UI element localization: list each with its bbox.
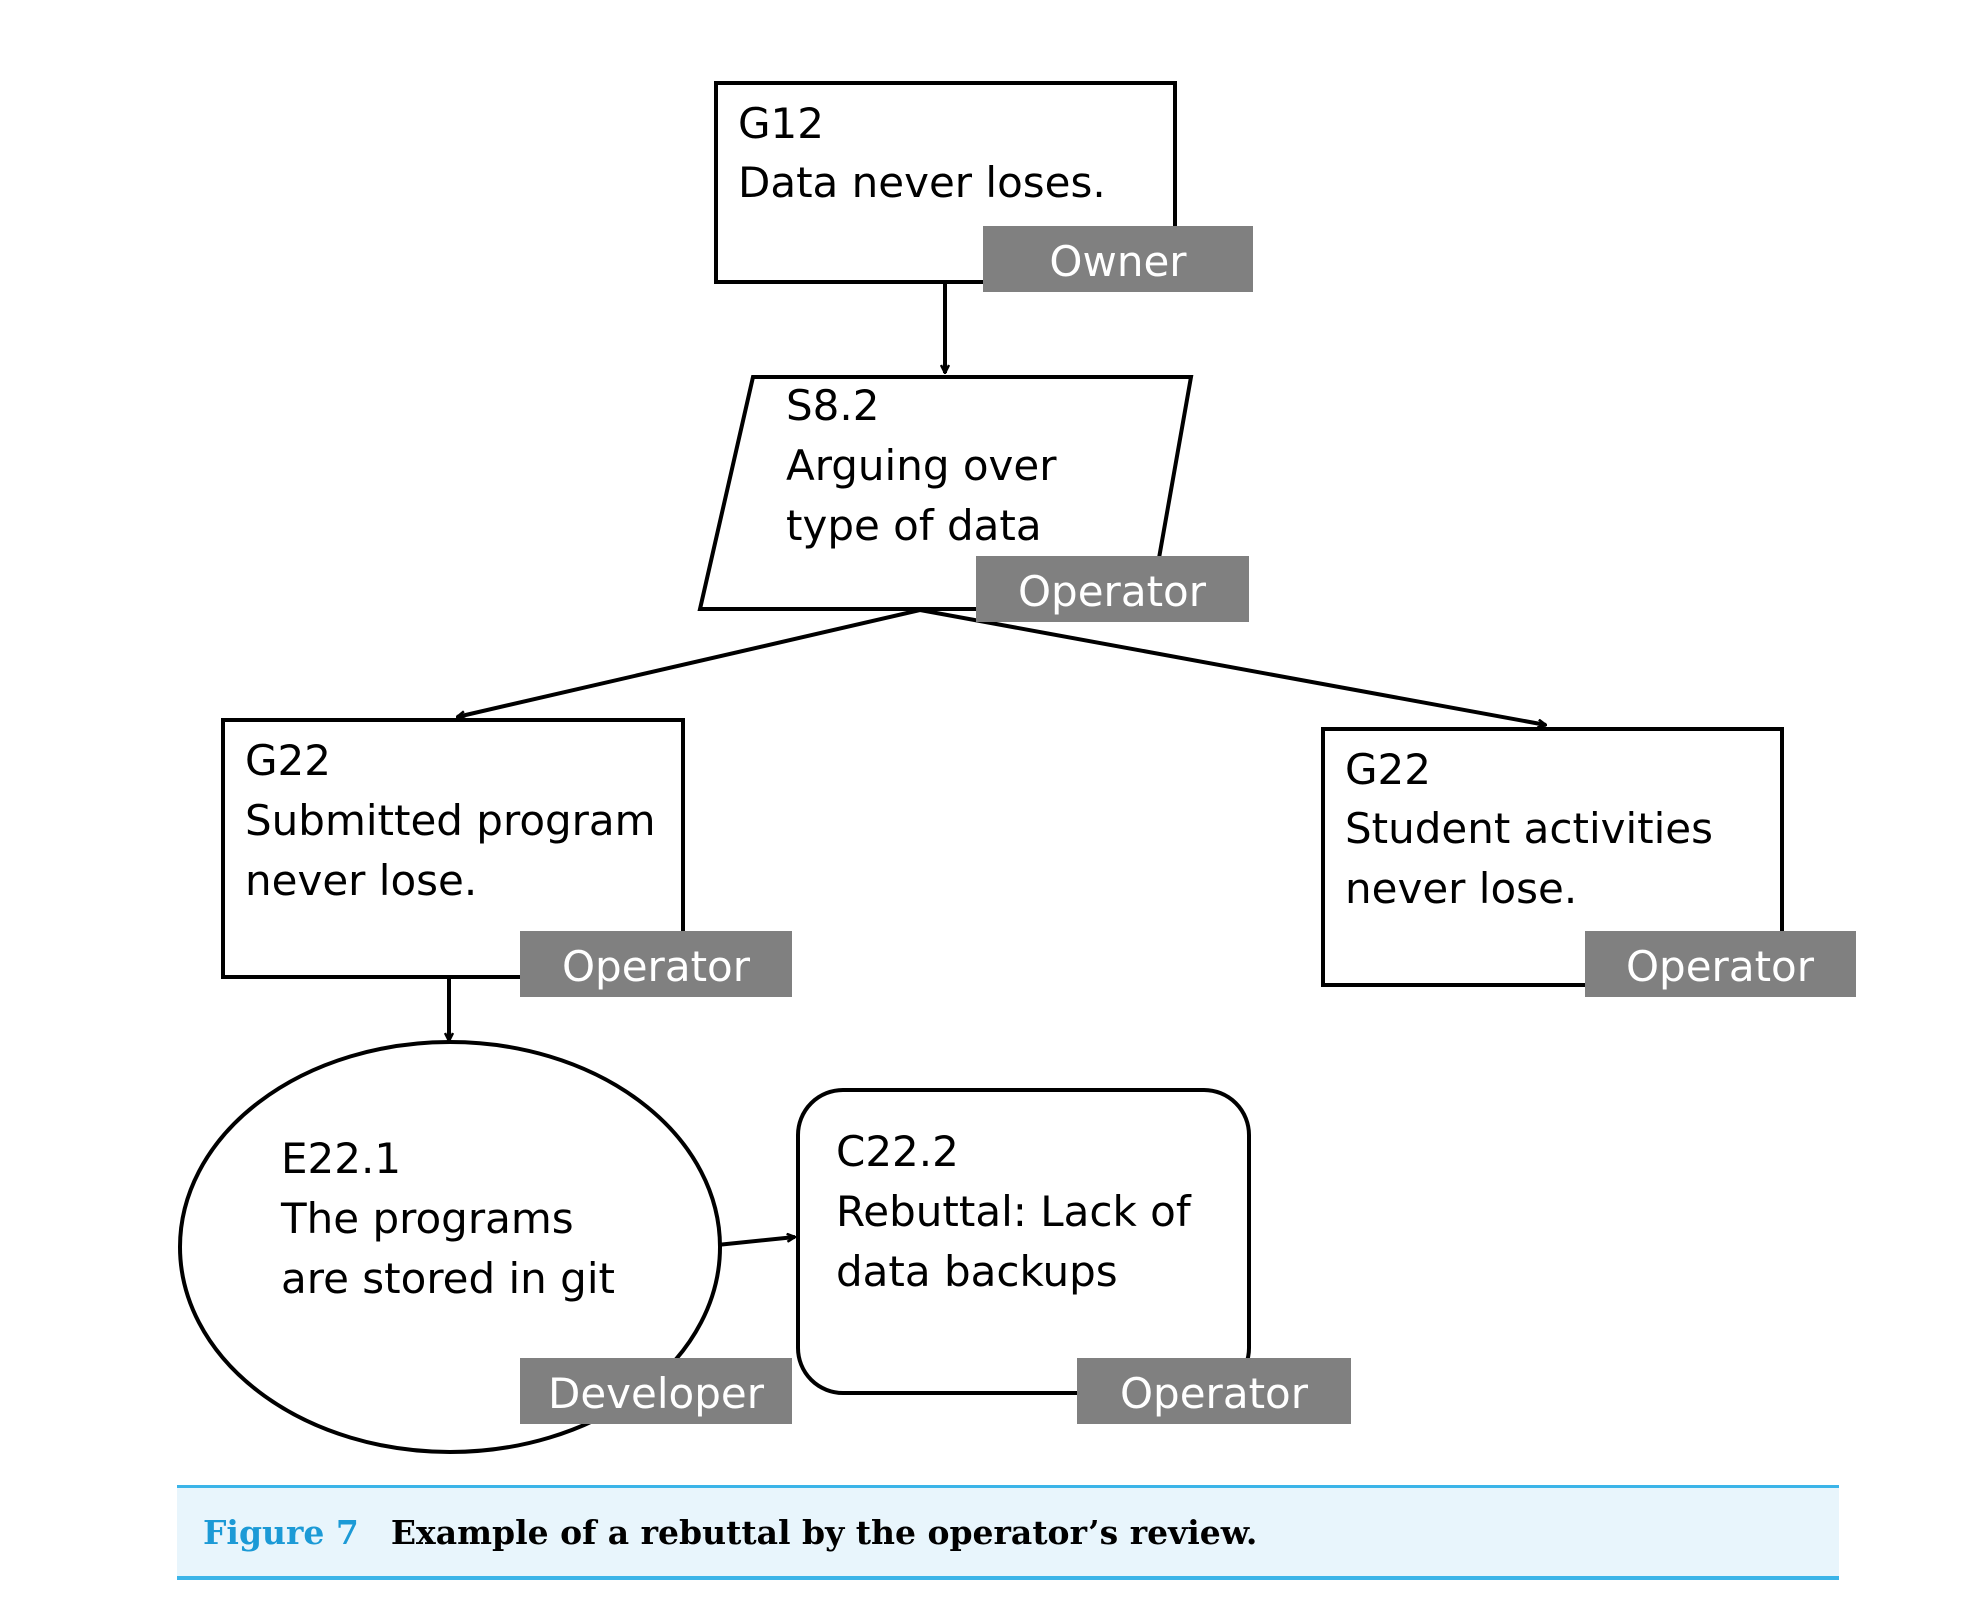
tag-developer: Developer [520, 1358, 792, 1424]
tag-label: Operator [1626, 942, 1815, 991]
node-id: C22.2 [836, 1127, 959, 1176]
tag-owner: Owner [983, 226, 1253, 292]
goal-node-g22-left: G22 Submitted program never lose. Operat… [221, 718, 792, 997]
tag-label: Developer [548, 1369, 765, 1418]
node-text-line: Arguing over [786, 441, 1057, 490]
node-text-line: Submitted program [245, 796, 656, 845]
figure-label: Figure 7 [203, 1512, 359, 1552]
node-text-line: are stored in git [281, 1254, 615, 1303]
node-id: G22 [245, 736, 331, 785]
goal-node-g12: G12 Data never loses. Owner [714, 81, 1253, 292]
node-text-line: The programs [280, 1194, 574, 1243]
tag-label: Operator [1120, 1369, 1309, 1418]
tag-label: Operator [1018, 567, 1207, 616]
goal-node-g22-right: G22 Student activities never lose. Opera… [1321, 727, 1856, 997]
edge-e221-to-c222 [716, 1237, 795, 1247]
node-id: G22 [1345, 745, 1431, 794]
edge-s82-to-g22-left [457, 608, 921, 717]
node-text-line: Data never loses. [738, 158, 1106, 207]
figure-caption: Figure 7 Example of a rebuttal by the op… [177, 1485, 1839, 1580]
tag-operator: Operator [976, 556, 1249, 622]
node-text-line: never lose. [1345, 864, 1577, 913]
tag-operator: Operator [1585, 931, 1856, 997]
rebuttal-node-c222: C22.2 Rebuttal: Lack of data backups Ope… [796, 1088, 1351, 1424]
figure-caption-text: Example of a rebuttal by the operator’s … [390, 1512, 1258, 1552]
node-id: S8.2 [786, 381, 879, 430]
node-text-line: never lose. [245, 856, 477, 905]
node-text-line: data backups [836, 1247, 1118, 1296]
tag-operator: Operator [1077, 1358, 1351, 1424]
node-id: E22.1 [281, 1134, 401, 1183]
node-text-line: type of data [786, 501, 1042, 550]
tag-operator: Operator [520, 931, 792, 997]
strategy-node-s82: S8.2 Arguing over type of data Operator [697, 375, 1249, 622]
tag-label: Operator [562, 942, 751, 991]
edge-s82-to-g22-right [919, 608, 1546, 725]
node-text-line: Rebuttal: Lack of [836, 1187, 1192, 1236]
tag-label: Owner [1049, 237, 1187, 286]
evidence-node-e221: E22.1 The programs are stored in git Dev… [178, 1040, 792, 1454]
node-id: G12 [738, 99, 824, 148]
node-text-line: Student activities [1345, 804, 1713, 853]
